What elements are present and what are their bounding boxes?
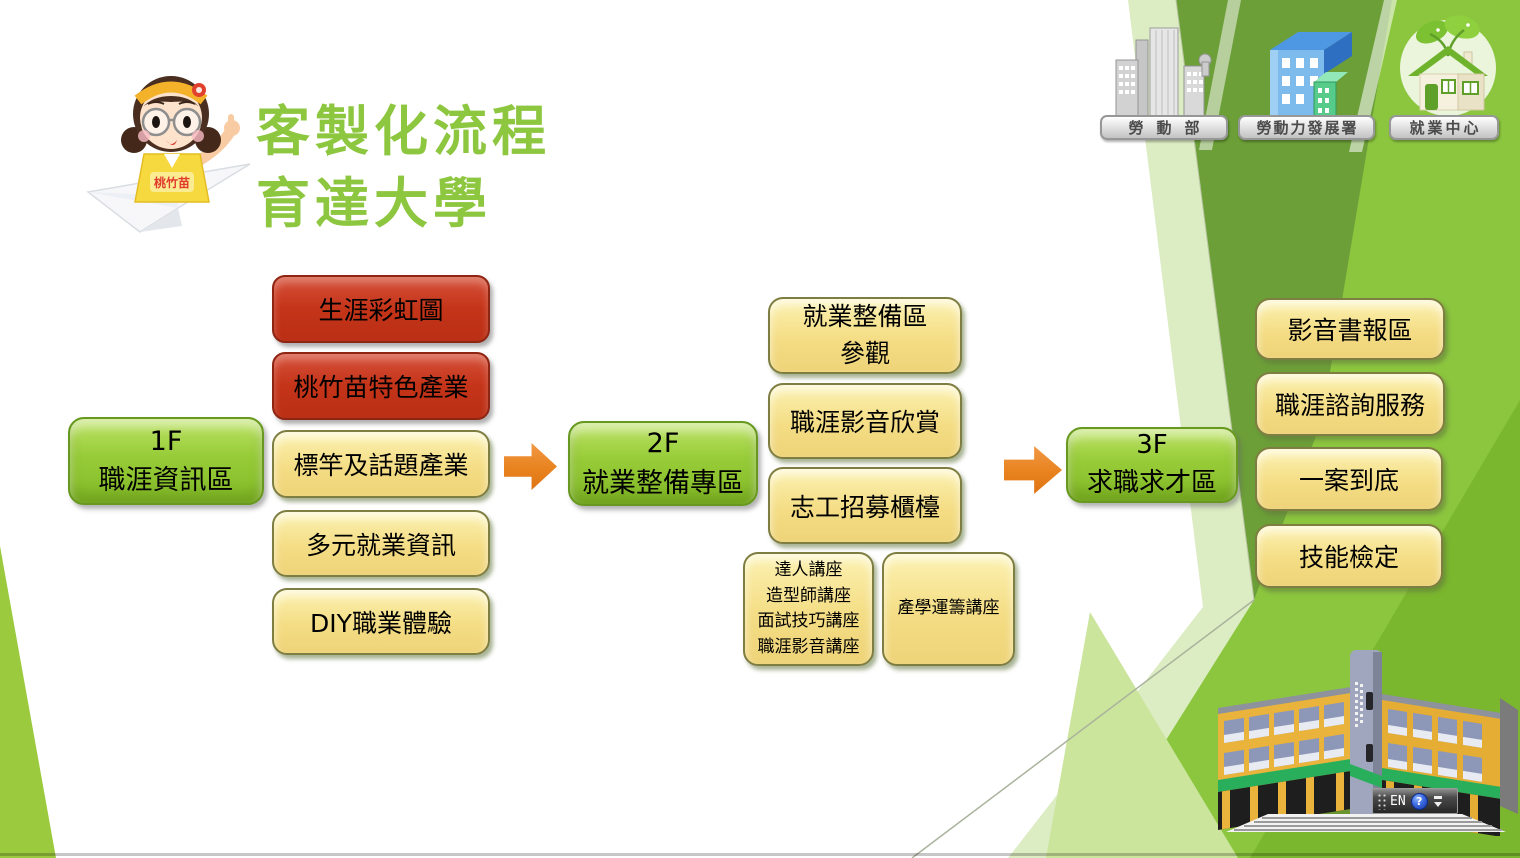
flow-box-career-consulting: 職涯諮詢服務 (1255, 372, 1445, 436)
flow-box-volunteer-recruitment: 志工招募櫃檯 (768, 467, 962, 544)
stage-1f-name: 職涯資訊區 (98, 465, 234, 496)
flow-box-employment-prep-tour: 就業整備區 參觀 (768, 297, 962, 374)
stage-2f-floor: 2F (646, 428, 680, 460)
stage-3f-name: 求職求才區 (1086, 468, 1217, 498)
employment-center-house-icon (1400, 15, 1496, 116)
stage-2f-name: 就業整備專區 (582, 467, 744, 499)
flow-box-media-reading-area: 影音書報區 (1255, 298, 1445, 360)
stage-box-1f: 1F 職涯資訊區 (68, 417, 264, 505)
flow-box-one-case-to-end: 一案到底 (1255, 447, 1443, 511)
stage-box-2f: 2F 就業整備專區 (568, 421, 758, 506)
stage-1f-floor: 1F (149, 425, 183, 457)
flow-box-industry-academia-lecture: 產學運籌講座 (882, 552, 1015, 666)
flow-box-lecture-series: 達人講座 造型師講座 面試技巧講座 職涯影音講座 (743, 552, 874, 666)
help-button[interactable]: ? (1410, 792, 1428, 810)
flow-box-skill-certification: 技能檢定 (1255, 524, 1443, 588)
ministry-of-labor-buildings-icon (1115, 27, 1212, 120)
flow-box-taozhumiao-industry: 桃竹苗特色產業 (272, 352, 490, 420)
language-bar-grip-handle[interactable] (1376, 792, 1386, 810)
flow-box-career-video: 職涯影音欣賞 (768, 383, 962, 459)
language-bar[interactable]: EN ? (1372, 788, 1458, 814)
flow-box-benchmark-industry: 標竿及話題產業 (272, 430, 490, 498)
flow-box-diy-job-experience: DIY職業體驗 (272, 588, 490, 655)
minimize-button[interactable] (1433, 795, 1442, 799)
employment-center-badge: 就業中心 (1389, 115, 1499, 140)
language-indicator[interactable]: EN (1390, 793, 1406, 809)
options-menu-arrow[interactable] (1433, 801, 1442, 807)
flow-box-career-rainbow: 生涯彩虹圖 (272, 275, 490, 343)
workforce-development-agency-badge: 勞動力發展署 (1238, 115, 1375, 140)
workforce-development-agency-buildings-icon (1270, 32, 1352, 119)
mascot-girl-illustration: 桃竹苗 (86, 76, 251, 233)
flow-box-diverse-employment-info: 多元就業資訊 (272, 510, 490, 577)
stage-3f-floor: 3F (1136, 430, 1168, 461)
ministry-of-labor-badge: 勞動部 (1100, 115, 1228, 140)
page-title-line2: 育達大學 (256, 172, 492, 235)
page-title-line1: 客製化流程 (256, 100, 551, 163)
mascot-shirt-text: 桃竹苗 (154, 175, 190, 190)
training-center-building-illustration (1218, 650, 1518, 836)
stage-box-3f: 3F 求職求才區 (1066, 427, 1238, 503)
